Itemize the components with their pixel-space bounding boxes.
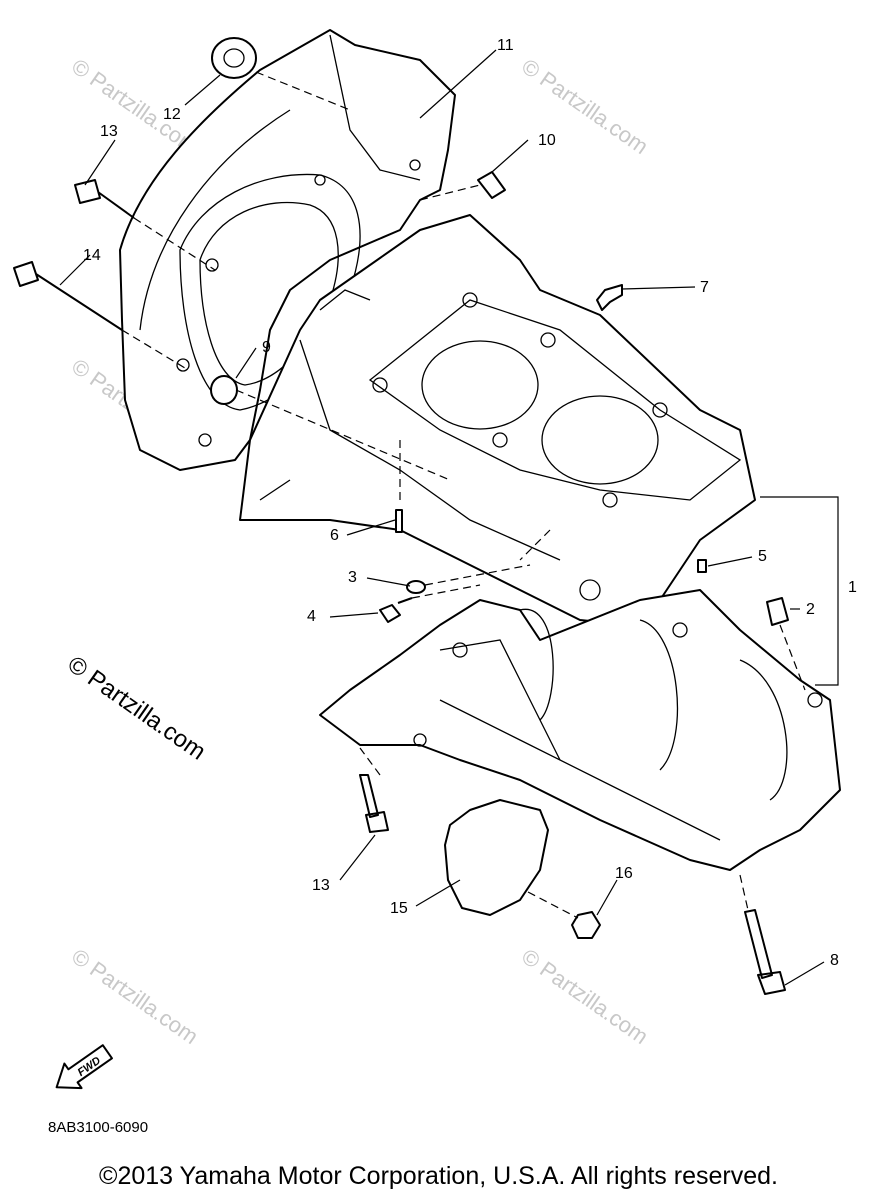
- nut-16: [571, 911, 601, 939]
- watermark-faint-7: © Partzilla.com: [517, 944, 653, 1050]
- callout-7: 7: [700, 279, 709, 296]
- callout-13-upper: 13: [100, 123, 118, 140]
- bolt-13-lower: [359, 774, 389, 833]
- alignment-lines: [121, 71, 806, 919]
- callout-14: 14: [83, 247, 101, 264]
- bearing: [211, 37, 257, 79]
- leader-lines: [59, 49, 839, 986]
- callout-16: 16: [615, 865, 633, 882]
- forward-arrow-icon: FWD: [55, 1044, 113, 1090]
- washer-3: [406, 580, 426, 594]
- callout-12: 12: [163, 106, 181, 123]
- dowel-9: [210, 375, 238, 405]
- part-code: 8AB3100-6090: [48, 1119, 148, 1136]
- pin-6: [395, 509, 403, 533]
- callout-2: 2: [806, 601, 815, 618]
- watermark-faint-6: © Partzilla.com: [67, 944, 203, 1050]
- lower-crankcase: [319, 589, 841, 871]
- callout-9: 9: [262, 339, 271, 356]
- callout-3: 3: [348, 569, 357, 586]
- watermark-main: © Partzilla.com: [63, 651, 211, 766]
- upper-crankcase: [239, 214, 756, 626]
- small-parts: [13, 171, 789, 995]
- collar-2: [766, 597, 789, 626]
- cover-plate: [444, 799, 549, 916]
- bolt-13-upper: [74, 179, 135, 219]
- callout-8: 8: [830, 952, 839, 969]
- callout-10: 10: [538, 132, 556, 149]
- callout-1: 1: [848, 579, 857, 596]
- dowel-pin-10: [477, 171, 506, 199]
- callout-11: 11: [497, 37, 514, 54]
- copyright-notice: ©2013 Yamaha Motor Corporation, U.S.A. A…: [99, 1162, 778, 1190]
- bolt-8: [744, 909, 786, 995]
- callout-labels: 1 2 3 4 5 6 7 8 9 10 11 12 13 13 14 15 1…: [83, 37, 857, 969]
- callout-13-lower: 13: [312, 877, 330, 894]
- plug-7: [596, 284, 623, 311]
- callout-15: 15: [390, 900, 408, 917]
- bolt-14: [13, 261, 123, 331]
- crankcase-cover: [119, 29, 456, 471]
- bolt-4: [379, 597, 413, 623]
- callout-5: 5: [758, 548, 767, 565]
- callout-6: 6: [330, 527, 339, 544]
- pin-5: [697, 559, 707, 573]
- callout-4: 4: [307, 608, 316, 625]
